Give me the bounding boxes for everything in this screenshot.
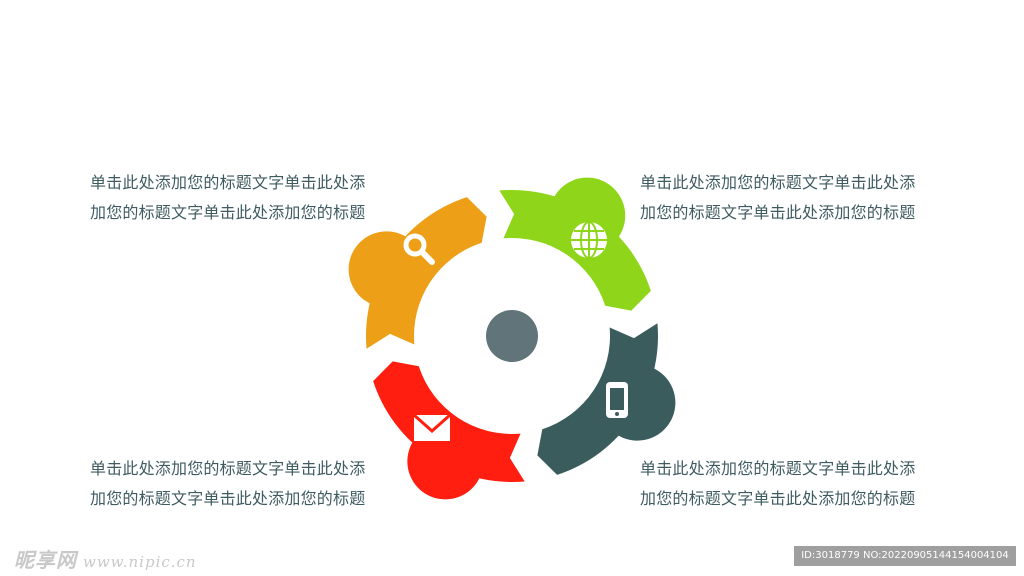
text-block-top-left: 单击此处添加您的标题文字单击此处添 加您的标题文字单击此处添加您的标题 <box>90 168 390 228</box>
watermark-brand: 昵享网 www.nipic.cn <box>14 544 197 573</box>
center-dot <box>486 310 538 362</box>
text-line: 单击此处添加您的标题文字单击此处添 <box>90 459 366 478</box>
text-line: 单击此处添加您的标题文字单击此处添 <box>90 173 366 192</box>
text-line: 加您的标题文字单击此处添加您的标题 <box>90 203 366 222</box>
globe-icon <box>571 221 607 259</box>
search-icon <box>403 233 435 265</box>
text-line: 单击此处添加您的标题文字单击此处添 <box>640 459 916 478</box>
segment-green-bump <box>549 177 626 254</box>
text-line: 单击此处添加您的标题文字单击此处添 <box>640 173 916 192</box>
segment-dark-teal <box>537 323 658 475</box>
text-line: 加您的标题文字单击此处添加您的标题 <box>90 489 366 508</box>
segment-orange <box>366 197 487 349</box>
text-block-top-right: 单击此处添加您的标题文字单击此处添 加您的标题文字单击此处添加您的标题 <box>640 168 940 228</box>
watermark-id: ID:3018779 NO:20220905144154004104 <box>794 546 1016 566</box>
segment-orange-bump <box>348 231 425 308</box>
watermark-url: www.nipic.cn <box>83 553 197 571</box>
text-block-bottom-right: 单击此处添加您的标题文字单击此处添 加您的标题文字单击此处添加您的标题 <box>640 454 940 514</box>
segment-red-bump <box>407 423 484 500</box>
mail-icon <box>413 413 451 441</box>
text-line: 加您的标题文字单击此处添加您的标题 <box>640 489 916 508</box>
text-line: 加您的标题文字单击此处添加您的标题 <box>640 203 916 222</box>
watermark-brand-name: 昵享网 <box>14 548 77 572</box>
phone-icon <box>606 382 628 418</box>
text-block-bottom-left: 单击此处添加您的标题文字单击此处添 加您的标题文字单击此处添加您的标题 <box>90 454 390 514</box>
